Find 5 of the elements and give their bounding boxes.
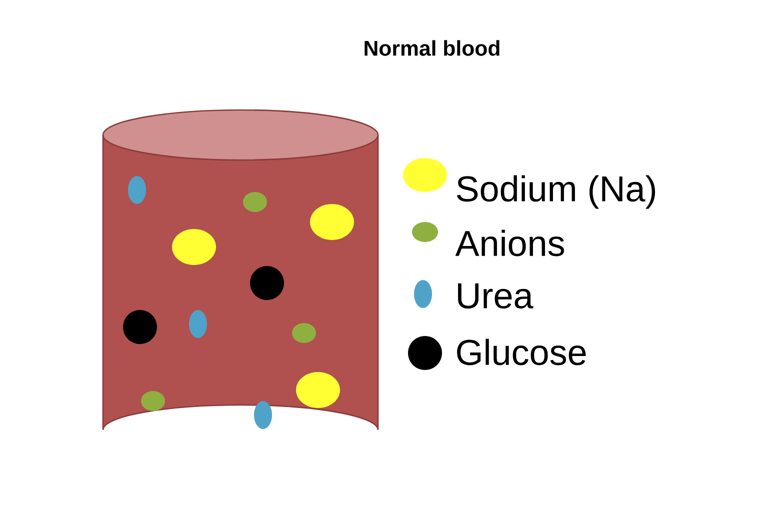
legend-label: Anions: [455, 230, 564, 256]
legend-label: Sodium (Na): [456, 175, 656, 209]
title: Normal blood: [364, 40, 500, 56]
legend-label: Glucose: [457, 338, 586, 366]
legend-label: Urea: [458, 283, 534, 309]
